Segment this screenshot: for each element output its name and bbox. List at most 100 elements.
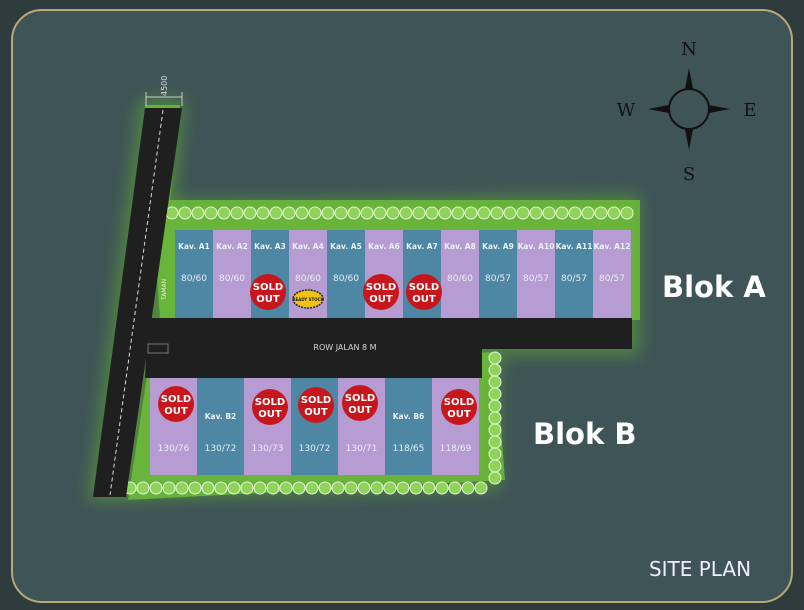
lot[interactable]: Kav. A8 80/60 [441, 230, 479, 318]
lot[interactable]: Kav. A11 80/57 [555, 230, 593, 318]
lot-parcel[interactable] [327, 230, 365, 318]
tree-icon [396, 481, 410, 495]
tree-icon [435, 481, 449, 495]
tree-icon [594, 206, 608, 220]
tree-icon [448, 481, 462, 495]
tree-icon [409, 481, 423, 495]
park-label: TAMAN [161, 279, 168, 301]
tree-icon [620, 206, 634, 220]
tree-icon [568, 206, 582, 220]
tree-icon [217, 206, 231, 220]
tree-icon [488, 435, 502, 449]
lot-size: 130/73 [252, 444, 284, 454]
tree-icon [488, 399, 502, 413]
tree-icon [191, 206, 205, 220]
tree-icon [488, 351, 502, 365]
compass-south: S [683, 164, 695, 185]
tree-icon [136, 481, 150, 495]
sold-text: SOLD [161, 394, 191, 405]
tree-icon [214, 481, 228, 495]
lot-size: 130/72 [299, 444, 331, 454]
sold-text: OUT [256, 294, 280, 305]
drain-symbol [147, 343, 169, 354]
road-centerline [109, 109, 164, 496]
sold-text: SOLD [444, 397, 474, 408]
tree-icon [269, 206, 283, 220]
sold-text: OUT [348, 405, 372, 416]
lot-size: 80/57 [599, 274, 625, 284]
lot-parcel[interactable] [197, 378, 244, 475]
lot-size: 80/57 [561, 274, 587, 284]
lot-parcel[interactable] [479, 230, 517, 318]
lot-label: Kav. A12 [594, 242, 631, 251]
road-label: ROW JALAN 8 M [313, 343, 376, 352]
tree-icon [305, 481, 319, 495]
tree-icon [490, 206, 504, 220]
lot-label: Kav. A2 [216, 242, 248, 251]
row-jalan-road [145, 318, 632, 378]
tree-icon [373, 206, 387, 220]
lot[interactable]: Kav. A12 80/57 [593, 230, 631, 318]
tree-icon [488, 411, 502, 425]
lot-parcel[interactable] [175, 230, 213, 318]
tree-icon [488, 363, 502, 377]
tree-icon [383, 481, 397, 495]
lot-parcel[interactable] [555, 230, 593, 318]
tree-icon [360, 206, 374, 220]
lot-parcel[interactable] [441, 230, 479, 318]
lot-label: Kav. A5 [330, 242, 362, 251]
tree-icon [162, 481, 176, 495]
lot-size: 80/57 [523, 274, 549, 284]
lot-label: Kav. B6 [393, 412, 425, 421]
sold-text: SOLD [301, 395, 331, 406]
lot-size: 130/76 [158, 444, 190, 454]
sold-text: OUT [369, 294, 393, 305]
main-road [93, 108, 182, 497]
tree-icon [201, 481, 215, 495]
sold-text: SOLD [255, 397, 285, 408]
tree-icon [488, 387, 502, 401]
tree-icon [461, 481, 475, 495]
sold-text: OUT [304, 407, 328, 418]
tree-icon [175, 481, 189, 495]
lot-size: 80/60 [333, 274, 359, 284]
sold-text: SOLD [345, 393, 375, 404]
tree-icon [488, 459, 502, 473]
lot-label: Kav. A7 [406, 242, 438, 251]
lot-label: Kav. A8 [444, 242, 476, 251]
compass-rose-icon [648, 68, 730, 150]
tree-icon [282, 206, 296, 220]
lot-size: 118/65 [393, 444, 425, 454]
tree-icon [253, 481, 267, 495]
tree-icon [256, 206, 270, 220]
tree-icon [529, 206, 543, 220]
tree-icon [308, 206, 322, 220]
tree-icon [451, 206, 465, 220]
tree-icon [488, 423, 502, 437]
tree-icon [334, 206, 348, 220]
tree-icon [357, 481, 371, 495]
tree-icon [474, 481, 488, 495]
lot-parcel[interactable] [213, 230, 251, 318]
lot[interactable]: Kav. B6 118/65 [385, 378, 432, 475]
compass-north: N [681, 39, 697, 60]
lot-parcel[interactable] [593, 230, 631, 318]
lot[interactable]: Kav. A5 80/60 [327, 230, 365, 318]
lot-label: Kav. A11 [556, 242, 593, 251]
lot-parcel[interactable] [385, 378, 432, 475]
lot-size: 80/60 [447, 274, 473, 284]
lot-label: Kav. B2 [205, 412, 237, 421]
sold-text: SOLD [253, 282, 283, 293]
compass-west: W [617, 100, 636, 121]
lot-parcel[interactable] [517, 230, 555, 318]
tree-icon [425, 206, 439, 220]
